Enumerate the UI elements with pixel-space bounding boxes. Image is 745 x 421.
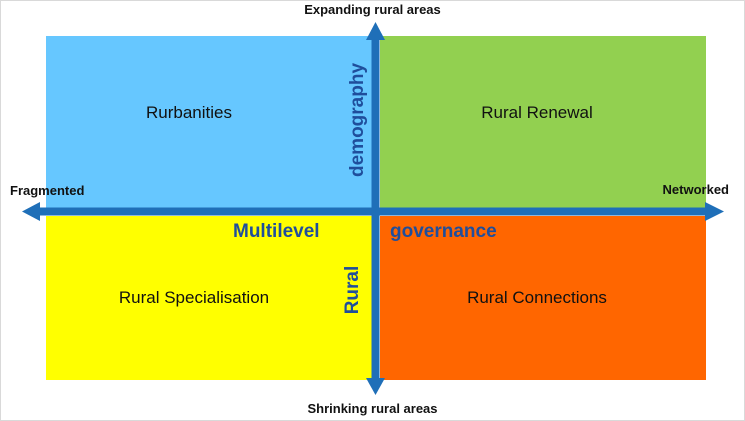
center-word-governance: governance xyxy=(390,221,497,242)
right-arrow-head xyxy=(705,202,724,221)
axis-label-fragmented: Fragmented xyxy=(10,183,85,198)
quadrant-rural-renewal: Rural Renewal xyxy=(380,36,706,208)
center-word-demography: demography xyxy=(347,62,368,177)
axis-label-networked: Networked xyxy=(662,182,729,197)
center-word-rural: Rural xyxy=(342,265,363,315)
quadrant-rurbanities: Rurbanities xyxy=(46,36,372,208)
axis-arrows xyxy=(22,22,724,395)
quadrant-label-rurbanities: Rurbanities xyxy=(146,103,232,122)
left-arrow-head xyxy=(22,202,40,221)
quadrant-label-rural-specialisation: Rural Specialisation xyxy=(118,288,270,307)
axis-label-expanding: Expanding rural areas xyxy=(304,2,441,17)
quadrant-rural-connections: Rural Connections xyxy=(380,216,706,380)
up-arrow-head xyxy=(366,22,385,40)
down-arrow-head xyxy=(366,378,385,395)
quadrant-label-rural-renewal: Rural Renewal xyxy=(481,103,593,122)
quadrant-label-rural-connections: Rural Connections xyxy=(467,288,607,307)
center-word-multilevel: Multilevel xyxy=(233,221,320,242)
quadrant-rural-specialisation: Rural Specialisation xyxy=(46,216,372,380)
axis-label-shrinking: Shrinking rural areas xyxy=(307,401,438,416)
